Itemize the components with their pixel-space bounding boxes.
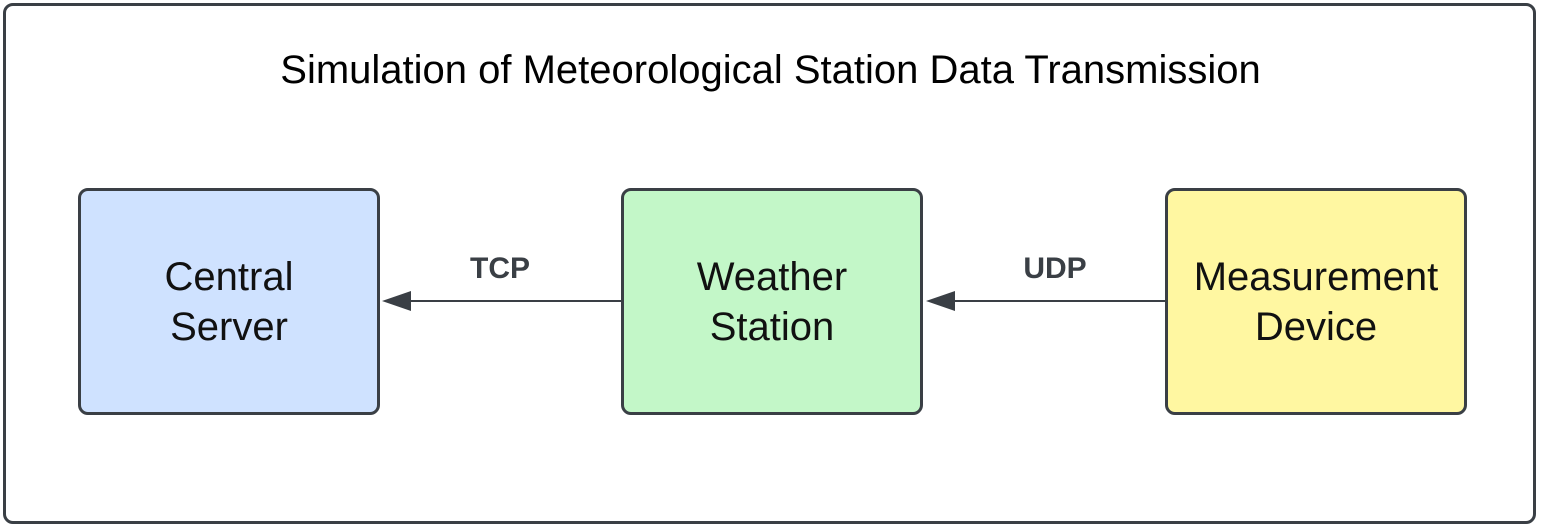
node-weather-station-line2: Station: [709, 304, 835, 349]
diagram-title: Simulation of Meteorological Station Dat…: [280, 48, 1261, 92]
node-weather-station: Weather Station: [621, 188, 923, 415]
node-measurement-device-line2: Device: [1254, 304, 1378, 349]
node-measurement-device: Measurement Device: [1165, 188, 1467, 415]
node-central-server-line1: Central: [164, 254, 294, 299]
node-measurement-device-line1: Measurement: [1193, 254, 1439, 299]
node-central-server: Central Server: [78, 188, 380, 415]
node-central-server-line2: Server: [170, 304, 288, 349]
edge-label-udp: UDP: [1023, 252, 1087, 285]
node-weather-station-line1: Weather: [696, 254, 848, 299]
edge-label-tcp: TCP: [470, 252, 530, 285]
